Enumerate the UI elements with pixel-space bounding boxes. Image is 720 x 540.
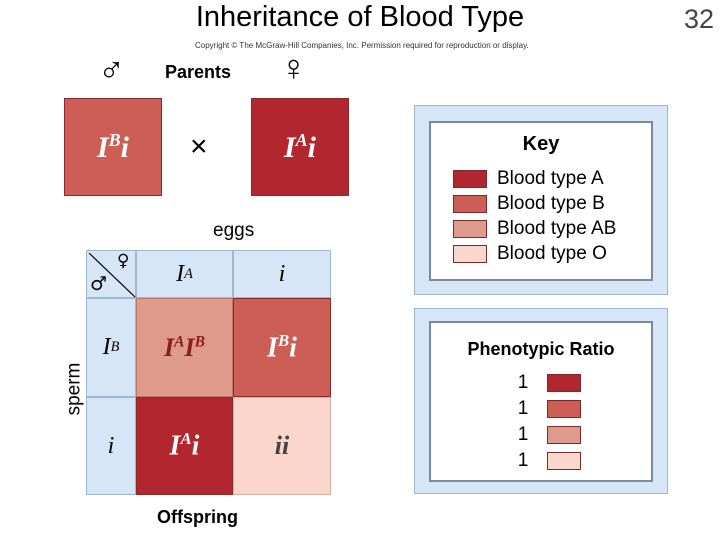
offspring-label: Offspring xyxy=(157,507,238,527)
ratio-row: 1 xyxy=(511,422,651,448)
allele: I xyxy=(163,332,175,362)
ratio-row: 1 xyxy=(511,370,651,396)
offspring-cell-ab: IAIB xyxy=(136,298,233,397)
allele: i xyxy=(282,431,290,460)
allele: i xyxy=(289,332,297,364)
female-symbol-icon: ♀ xyxy=(280,47,307,88)
allele-superscript: A xyxy=(180,429,192,449)
key-item-label: Blood type A xyxy=(497,167,604,189)
key-item-label: Blood type O xyxy=(497,242,607,264)
allele: i xyxy=(120,130,130,164)
allele-superscript: B xyxy=(194,332,206,350)
allele: i xyxy=(307,130,317,164)
offspring-cell-a: IAi xyxy=(136,397,233,495)
key-panel: Key Blood type A Blood type B Blood type… xyxy=(414,105,668,295)
key-item-label: Blood type AB xyxy=(497,217,617,239)
sperm-label: sperm xyxy=(63,362,85,416)
corner-male-icon: ♂ xyxy=(90,273,108,295)
allele: i xyxy=(191,430,200,462)
corner-female-icon: ♀ xyxy=(117,251,130,271)
offspring-cell-b: IBi xyxy=(233,298,331,397)
ratio-row: 1 xyxy=(511,448,651,474)
allele-superscript: B xyxy=(110,339,120,355)
allele-superscript: B xyxy=(277,330,290,350)
allele-superscript: B xyxy=(108,129,121,150)
swatch-type-b xyxy=(453,194,487,213)
allele-superscript: A xyxy=(184,265,193,282)
cross-symbol-icon: × xyxy=(190,130,208,163)
key-title: Key xyxy=(522,133,560,155)
parents-label: Parents xyxy=(165,62,232,82)
punnett-corner: ♀ ♂ xyxy=(86,250,136,298)
ratio-row: 1 xyxy=(511,396,651,422)
slide-title: Inheritance of Blood Type xyxy=(195,1,525,33)
swatch-type-b xyxy=(547,400,581,418)
swatch-type-a xyxy=(453,169,487,188)
swatch-type-ab xyxy=(453,219,487,238)
eggs-label: eggs xyxy=(213,220,255,241)
allele: I xyxy=(96,130,109,164)
swatch-type-o xyxy=(547,452,581,470)
ratio-value: 1 xyxy=(517,450,529,471)
ratio-panel: Phenotypic Ratio 1 1 1 1 xyxy=(414,308,668,494)
key-item: Blood type A xyxy=(453,166,651,191)
male-parent-genotype: IBi xyxy=(64,98,162,196)
sperm-allele-header: i xyxy=(86,397,136,495)
allele: i xyxy=(274,431,282,460)
ratio-title: Phenotypic Ratio xyxy=(467,339,615,359)
swatch-type-ab xyxy=(547,426,581,444)
allele: I xyxy=(102,334,111,360)
offspring-cell-o: ii xyxy=(233,397,331,495)
page-number: 32 xyxy=(683,4,714,34)
allele: i xyxy=(107,432,115,459)
key-item: Blood type O xyxy=(453,241,651,266)
key-item-label: Blood type B xyxy=(497,192,605,214)
male-symbol-icon: ♂ xyxy=(98,49,125,90)
key-box: Key Blood type A Blood type B Blood type… xyxy=(429,121,653,281)
swatch-type-a xyxy=(547,374,581,392)
allele-superscript: A xyxy=(174,332,185,350)
allele: I xyxy=(176,260,185,287)
ratio-value: 1 xyxy=(517,424,529,445)
allele: I xyxy=(184,332,195,362)
allele: I xyxy=(267,332,278,364)
egg-allele-header: i xyxy=(233,250,331,298)
key-item: Blood type AB xyxy=(453,216,651,241)
allele: i xyxy=(278,260,286,287)
allele: I xyxy=(283,130,296,164)
copyright-notice: Copyright © The McGraw-Hill Companies, I… xyxy=(195,41,529,50)
swatch-type-o xyxy=(453,244,487,263)
allele-superscript: A xyxy=(295,129,308,150)
corner-divider xyxy=(88,252,136,298)
key-item: Blood type B xyxy=(453,191,651,216)
ratio-value: 1 xyxy=(517,372,529,393)
allele: I xyxy=(169,430,181,462)
ratio-value: 1 xyxy=(517,398,529,419)
female-parent-genotype: IAi xyxy=(251,98,349,196)
ratio-box: Phenotypic Ratio 1 1 1 1 xyxy=(429,321,653,482)
